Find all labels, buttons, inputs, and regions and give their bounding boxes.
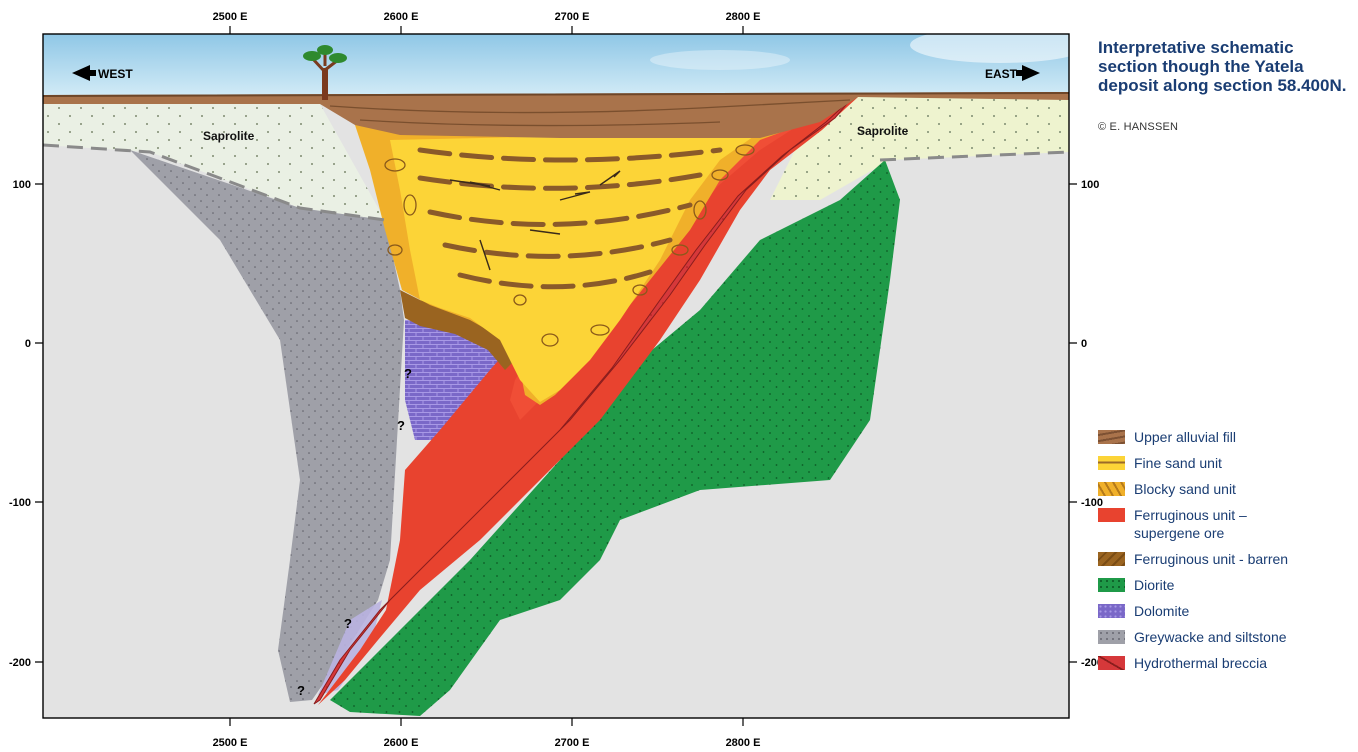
x-tick-top-2500: 2500 E: [213, 11, 248, 23]
sky: [43, 34, 1069, 98]
legend-label: Ferruginous unit - barren: [1134, 551, 1289, 567]
tree-icon: [303, 45, 347, 100]
y-tick-right-100: 100: [1081, 179, 1099, 191]
east-arrow-icon: [1016, 65, 1040, 81]
upper-alluvial-fill: [43, 92, 1069, 138]
x-tick-top-2600: 2600 E: [384, 11, 419, 23]
west-arrow-icon: [72, 65, 96, 81]
legend-label: Fine sand unit: [1134, 455, 1222, 471]
fine-sand-unit-swatch: [1098, 456, 1125, 470]
greywacke-siltstone-swatch: [1098, 630, 1125, 644]
legend-label: Dolomite: [1134, 603, 1190, 619]
figure-credit: © E. HANSSEN: [1098, 121, 1179, 133]
x-tick-bottom-2500: 2500 E: [213, 737, 248, 749]
legend-item-upper-alluvial-fill: Upper alluvial fill: [1098, 428, 1358, 446]
y-tick-left-minus100: -100: [9, 497, 31, 509]
y-tick-left-0: 0: [25, 338, 31, 350]
legend-label: Greywacke and siltstone: [1134, 629, 1287, 645]
axis-tick-marks: [35, 26, 1077, 726]
ferruginous-barren-body: [400, 290, 515, 370]
fine-sand-bedding: [417, 147, 723, 290]
saprolite-west-label: Saprolite: [203, 129, 255, 143]
section-frame: [42, 33, 1070, 719]
saprolite-east-label: Saprolite: [857, 124, 909, 138]
legend-label: Hydrothermal breccia: [1134, 655, 1268, 671]
legend-item-dolomite: Dolomite: [1098, 602, 1358, 620]
legend-item-greywacke-siltstone: Greywacke and siltstone: [1098, 628, 1358, 646]
x-tick-top-2800: 2800 E: [726, 11, 761, 23]
x-tick-top-2700: 2700 E: [555, 11, 590, 23]
legend-item-ferruginous-supergene-ore: Ferruginous unit – supergene ore: [1098, 506, 1358, 542]
legend-item-diorite: Diorite: [1098, 576, 1358, 594]
question-mark-4: ?: [297, 683, 305, 698]
legend-item-hydrothermal-breccia: Hydrothermal breccia: [1098, 654, 1358, 672]
y-tick-left-minus200: -200: [9, 657, 31, 669]
legend-label: Blocky sand unit: [1134, 481, 1236, 497]
ferruginous-ore-body: [318, 97, 858, 705]
legend-item-fine-sand-unit: Fine sand unit: [1098, 454, 1358, 472]
blocky-sand-unit-swatch: [1098, 482, 1125, 496]
question-mark-3: ?: [344, 616, 352, 631]
section-body: [43, 34, 1069, 718]
ferruginous-barren-swatch: [1098, 552, 1125, 566]
saprolite-boundary-east: [879, 150, 1069, 162]
y-tick-left-100: 100: [13, 179, 31, 191]
y-tick-right-0: 0: [1081, 338, 1087, 350]
legend-label: Upper alluvial fill: [1134, 429, 1236, 445]
hydrothermal-breccia-swatch: [1098, 656, 1125, 670]
x-tick-bottom-2700: 2700 E: [555, 737, 590, 749]
y-tick-right-minus200: -200: [1081, 657, 1103, 669]
west-label: WEST: [98, 67, 133, 81]
blocky-clasts: [384, 144, 755, 347]
x-tick-bottom-2600: 2600 E: [384, 737, 419, 749]
upper-alluvial-fill-swatch: [1098, 430, 1125, 444]
legend-item-blocky-sand-unit: Blocky sand unit: [1098, 480, 1358, 498]
question-mark-1: ?: [404, 366, 412, 381]
question-mark-2: ?: [397, 418, 405, 433]
fine-sand-cracks: [449, 170, 621, 271]
dolomite-body: [405, 320, 505, 440]
east-label: EAST: [985, 67, 1018, 81]
legend-item-ferruginous-barren: Ferruginous unit - barren: [1098, 550, 1358, 568]
legend: Upper alluvial fill Fine sand unit Block…: [1098, 428, 1358, 680]
saprolite-boundary-west: [43, 143, 386, 222]
ferruginous-supergene-ore-swatch: [1098, 508, 1125, 522]
legend-label: Diorite: [1134, 577, 1175, 593]
x-tick-bottom-2800: 2800 E: [726, 737, 761, 749]
legend-label: Ferruginous unit – supergene ore: [1134, 507, 1247, 541]
fine-sand-body: [390, 132, 760, 402]
y-tick-right-minus100: -100: [1081, 497, 1103, 509]
dolomite-swatch: [1098, 604, 1125, 618]
figure-title: Interpretative schematic section though …: [1098, 38, 1347, 95]
diorite-swatch: [1098, 578, 1125, 592]
